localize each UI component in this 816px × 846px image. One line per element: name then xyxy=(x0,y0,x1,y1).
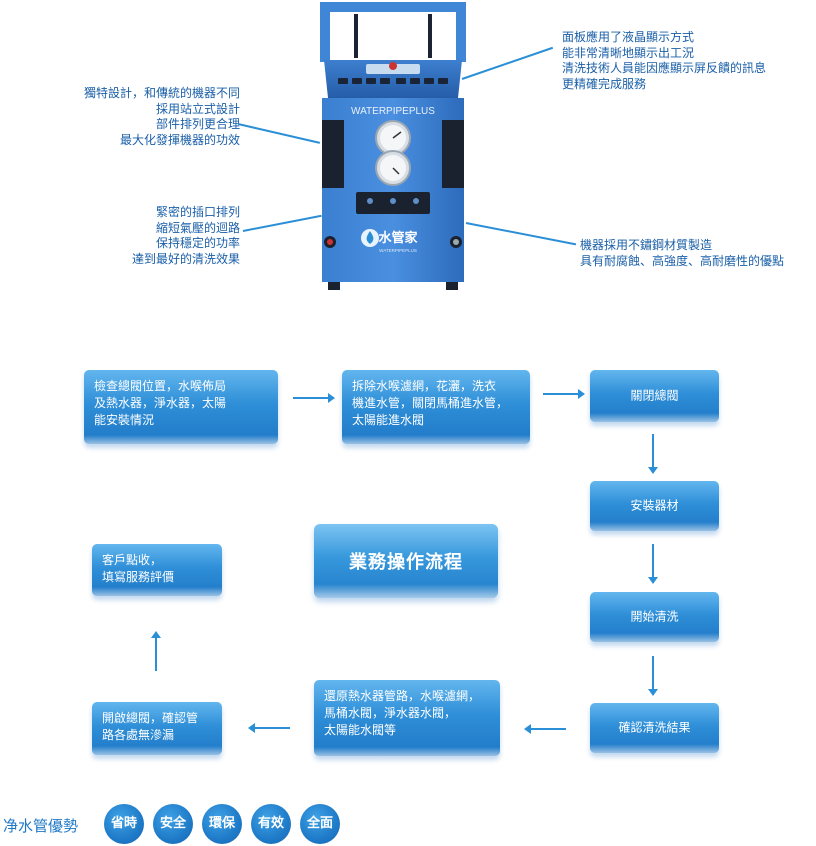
arrow-right xyxy=(543,389,585,399)
step-start-cleaning-text: 開始清洗 xyxy=(630,609,679,624)
arrow-down xyxy=(648,434,658,474)
arrow-left xyxy=(248,723,290,733)
note-panel: 面板應用了液晶顯示方式 能非常清晰地顯示出工況 清洗技術人員能因應顯示屏反饋的訊… xyxy=(562,30,767,91)
advantage-badge: 環保 xyxy=(202,804,242,844)
flow-title-box: 業務操作流程 xyxy=(314,524,498,598)
leader-line-sockets xyxy=(242,214,322,232)
step-restore-pipes-text: 還原熱水器管路，水喉濾網， 馬桶水閥，淨水器水閥， 太陽能水閥等 xyxy=(324,689,481,737)
step-close-main-valve: 關閉總閥 xyxy=(590,370,719,422)
arrow-up xyxy=(151,631,161,671)
advantage-badge: 省時 xyxy=(104,804,144,844)
machine-logo-sub: WATERPIPEPLUS xyxy=(379,248,417,253)
step-remove-fittings: 拆除水喉濾網，花灑，洗衣 機進水管，關閉馬桶進水管， 太陽能進水閥 xyxy=(342,370,530,444)
step-remove-fittings-text: 拆除水喉濾網，花灑，洗衣 機進水管，關閉馬桶進水管， 太陽能進水閥 xyxy=(352,379,509,427)
leader-line-material xyxy=(465,222,577,246)
step-open-main-valve: 開啟總閥，確認管 路各處無滲漏 xyxy=(92,702,222,755)
flow-title: 業務操作流程 xyxy=(349,552,463,573)
arrow-right xyxy=(293,393,335,403)
step-customer-acceptance-text: 客戶點收， 填寫服務評價 xyxy=(102,553,175,584)
arrow-down xyxy=(648,544,658,584)
advantages-label: 净水管優勢 xyxy=(3,817,79,835)
machine-logo-text: 水管家 xyxy=(378,230,418,246)
step-customer-acceptance: 客戶點收， 填寫服務評價 xyxy=(92,544,222,596)
step-check-valves: 檢查總閥位置，水喉佈局 及熱水器，淨水器，太陽 能安裝情況 xyxy=(84,370,278,444)
step-start-cleaning: 開始清洗 xyxy=(590,592,719,642)
step-confirm-result: 確認清洗結果 xyxy=(590,703,719,753)
step-install-equipment: 安裝器材 xyxy=(590,481,719,531)
leader-line-design xyxy=(237,123,321,144)
step-install-equipment-text: 安裝器材 xyxy=(630,498,679,513)
note-design: 獨特設計，和傳統的機器不同 採用站立式設計 部件排列更合理 最大化發揮機器的功效 xyxy=(83,86,240,147)
advantage-badge: 全面 xyxy=(300,804,340,844)
machine-brand: WATERPIPEPLUS xyxy=(351,106,435,117)
advantage-badge: 安全 xyxy=(153,804,193,844)
step-close-main-valve-text: 關閉總閥 xyxy=(630,388,679,403)
note-sockets: 緊密的插口排列 縮短氣壓的迴路 保持穩定的功率 達到最好的清洗效果 xyxy=(131,205,240,266)
leader-line-panel xyxy=(461,46,554,80)
arrow-left xyxy=(524,724,566,734)
step-confirm-result-text: 確認清洗結果 xyxy=(618,720,691,735)
machine-illustration: WATERPIPEPLUS 水管家 WATERPIPEPLUS xyxy=(320,2,466,290)
step-restore-pipes: 還原熱水器管路，水喉濾網， 馬桶水閥，淨水器水閥， 太陽能水閥等 xyxy=(314,680,500,756)
arrow-down xyxy=(648,656,658,696)
note-material: 機器採用不鏽鋼材質製造 具有耐腐蝕、高強度、高耐磨性的優點 xyxy=(580,238,785,268)
step-check-valves-text: 檢查總閥位置，水喉佈局 及熱水器，淨水器，太陽 能安裝情況 xyxy=(94,379,227,427)
step-open-main-valve-text: 開啟總閥，確認管 路各處無滲漏 xyxy=(102,711,199,742)
advantage-badge: 有效 xyxy=(251,804,291,844)
